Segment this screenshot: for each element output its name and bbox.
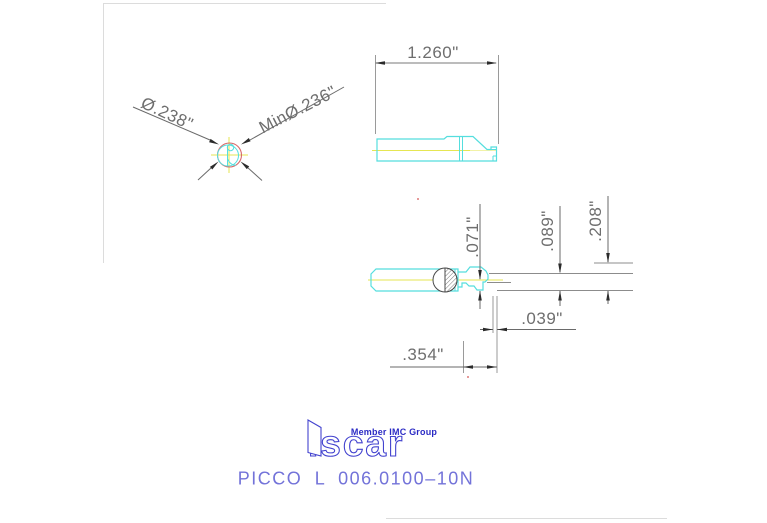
- tip-width-dimension-label: .039": [521, 309, 563, 328]
- iscar-logo: iscar: [307, 419, 404, 465]
- overall-length-dimension-label: 1.260": [407, 43, 459, 62]
- iscar-logo-text: iscar: [308, 423, 404, 464]
- side-view: [368, 196, 633, 373]
- head-length-dimension-label: .354": [402, 345, 444, 364]
- top-view: [372, 55, 499, 162]
- iscar-logo-bar: [307, 419, 322, 457]
- edge-to-center-dimension-label: .089": [538, 210, 557, 252]
- cad-point-marker: [417, 198, 419, 200]
- cad-point-marker: [467, 376, 469, 378]
- tip-offset-dimension-label: .071": [463, 216, 482, 258]
- member-imc-group-text: Member IMC Group: [350, 427, 438, 437]
- section-view: [132, 86, 345, 181]
- page-border-bottom: [386, 518, 667, 519]
- overall-depth-dimension-label: .208": [586, 200, 605, 242]
- clamp-screw: [432, 267, 458, 293]
- page-border-top: [103, 3, 386, 4]
- part-number: PICCO L 006.0100–10N: [237, 468, 475, 489]
- page-border-left: [103, 3, 104, 263]
